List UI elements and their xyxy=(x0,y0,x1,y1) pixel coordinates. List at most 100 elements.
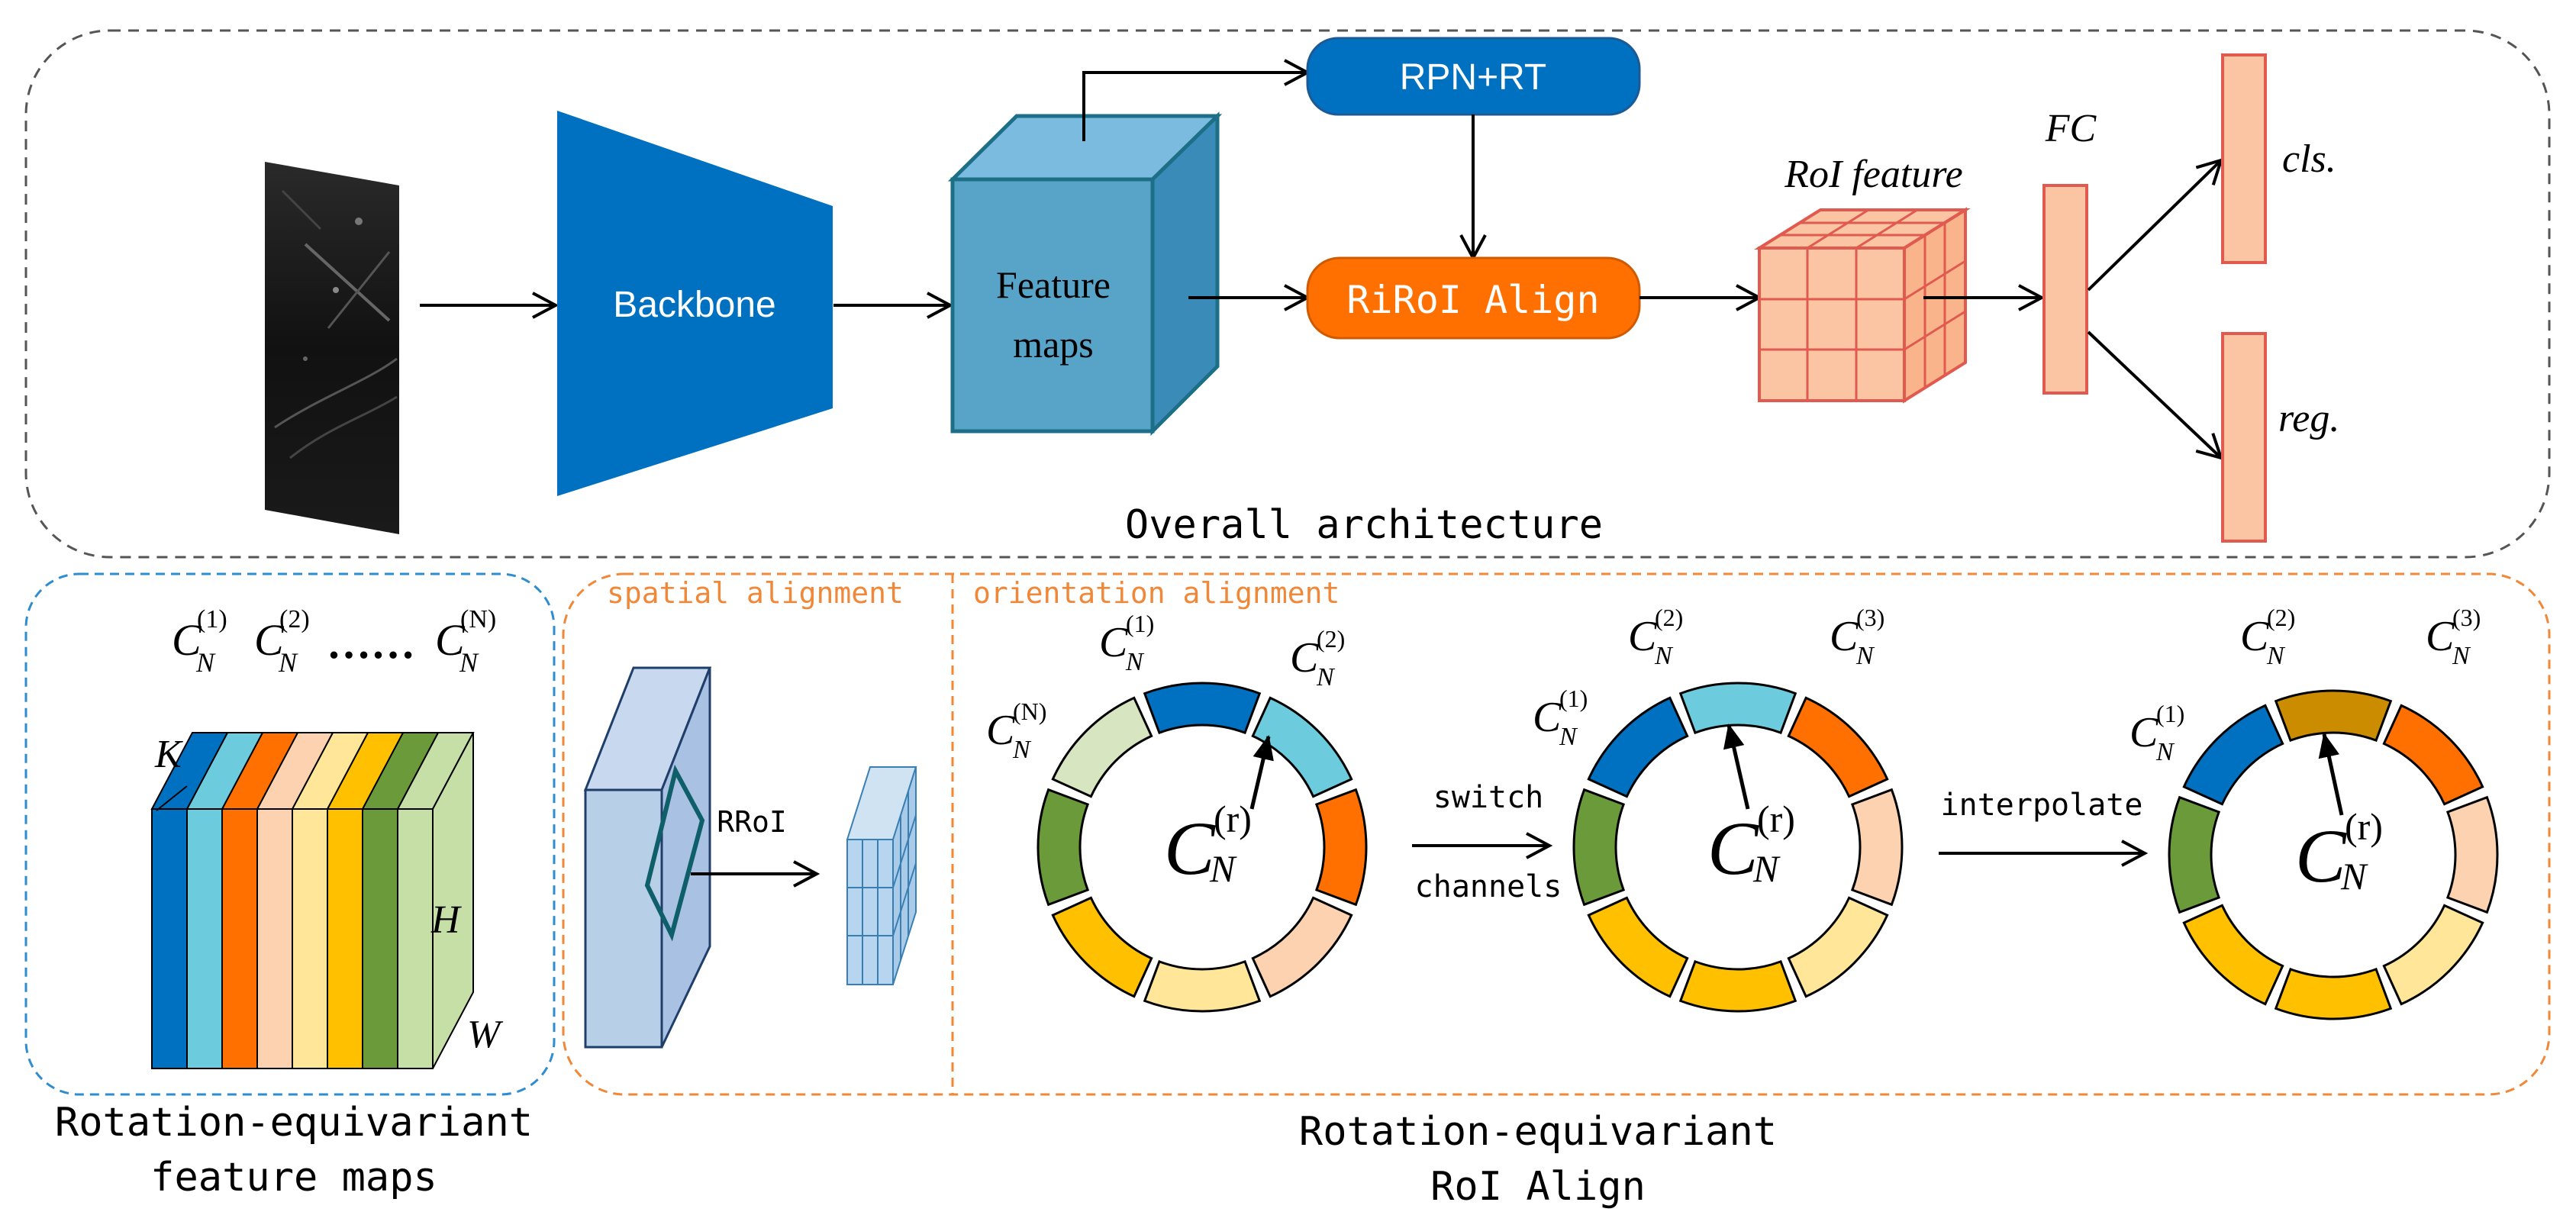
ring2-center-letter: C xyxy=(1707,806,1759,891)
svg-text:……: …… xyxy=(327,618,415,668)
channel-n-sub: N xyxy=(459,647,479,678)
spatial-feature-slab xyxy=(583,666,712,1049)
channel-slab-6 xyxy=(326,732,405,1069)
svg-text:C: C xyxy=(1290,634,1319,682)
interpolate-label: interpolate xyxy=(1941,788,2143,823)
svg-text:(2): (2) xyxy=(1655,604,1683,631)
channel-stack xyxy=(150,732,475,1069)
ring1-center-sub: N xyxy=(1209,847,1237,890)
ring3-center-letter: C xyxy=(2295,814,2347,898)
svg-text:C: C xyxy=(1164,806,1216,891)
svg-text:N: N xyxy=(1654,642,1674,670)
riroi-align-label: RiRoI Align xyxy=(1346,278,1599,322)
ring2-center-sup: (r) xyxy=(1757,798,1795,840)
spatial-alignment-label: spatial alignment xyxy=(607,576,904,610)
ring1-tl-letter: C xyxy=(1099,619,1128,666)
svg-text:(r): (r) xyxy=(2345,805,2383,848)
roi-align-caption-1: Rotation-equivariant xyxy=(1299,1109,1777,1155)
svg-text:C: C xyxy=(1707,806,1759,891)
ring3-segment-bottom-left xyxy=(2182,904,2284,1006)
overall-panel xyxy=(24,29,2551,559)
rpn-rt-label: RPN+RT xyxy=(1400,57,1547,98)
feature-maps-label-1: Feature xyxy=(996,263,1111,306)
svg-text:C: C xyxy=(1628,613,1657,660)
svg-text:C: C xyxy=(172,615,202,665)
ring3-tl-sub: N xyxy=(2266,642,2286,670)
svg-text:N: N xyxy=(1752,847,1781,890)
ring1-tr-sub: N xyxy=(1316,663,1336,691)
roi-align-panel xyxy=(562,572,2551,1096)
roi-feature-cube: RoI feature xyxy=(1754,153,1971,404)
svg-text:(1): (1) xyxy=(197,605,227,633)
channels-label: channels xyxy=(1415,869,1562,904)
ring2-left-letter: C xyxy=(1533,694,1562,741)
orientation-ring-2 xyxy=(1572,682,1904,1013)
svg-text:C: C xyxy=(2295,814,2347,898)
ring2-tr-sub: N xyxy=(1855,642,1875,670)
svg-text:(1): (1) xyxy=(1126,610,1154,637)
ring2-tl-sub: N xyxy=(1654,642,1674,670)
ring1-center-sup: (r) xyxy=(1214,798,1252,840)
ring3-segment-top-right xyxy=(2382,704,2484,806)
channel-labels: C (1) N C (2) N …… C (N) N K H W xyxy=(154,605,504,1056)
ring2-segment-top-left xyxy=(1678,682,1797,735)
channel-1-sub: N xyxy=(195,647,216,678)
height-h-label: H xyxy=(430,898,462,942)
ring3-tl-letter: C xyxy=(2240,613,2269,660)
ring1-segment-lower-left xyxy=(1037,788,1090,907)
ring1-center-letter: C xyxy=(1164,806,1216,891)
svg-text:(1): (1) xyxy=(2156,700,2184,727)
riroi-align-box: RiRoI Align xyxy=(1306,256,1641,340)
ring3-tr-letter: C xyxy=(2426,613,2455,660)
channel-slab-n xyxy=(396,732,475,1069)
ring2-tl-sup: (2) xyxy=(1655,604,1683,631)
ring1-segment-right xyxy=(1314,788,1368,907)
svg-text:C: C xyxy=(1099,619,1128,666)
ring3-segment-left xyxy=(2182,704,2284,806)
ring1-segment-left xyxy=(1051,696,1153,798)
ring2-tr-letter: C xyxy=(1830,613,1859,660)
ring2-segment-bottom-left xyxy=(1587,896,1689,998)
ring3-segment-lower-right xyxy=(2382,904,2484,1006)
ring1-left-sub: N xyxy=(1012,736,1032,764)
svg-text:C: C xyxy=(1830,613,1859,660)
ring1-segment-bottom-left xyxy=(1051,896,1153,998)
ring2-segment-top-right xyxy=(1787,696,1889,798)
feature-maps-panel xyxy=(24,572,556,1096)
ring2-tr-sup: (3) xyxy=(1856,604,1884,631)
ring3-tr-sub: N xyxy=(2452,642,2471,670)
backbone: Backbone xyxy=(557,111,833,496)
ring3-segment-top-left xyxy=(2274,689,2393,743)
svg-text:C: C xyxy=(1533,694,1562,741)
svg-text:N: N xyxy=(2340,855,2368,898)
svg-text:N: N xyxy=(2452,642,2471,670)
svg-text:C: C xyxy=(254,615,285,665)
backbone-label: Backbone xyxy=(613,285,776,325)
roi-feature-label: RoI feature xyxy=(1784,153,1962,196)
ring-2-labels: C (2) N C (3) N C (1) N C (r) N xyxy=(1533,604,1884,891)
ring1-segment-bottom-right xyxy=(1143,959,1262,1013)
channel-slab-2 xyxy=(185,732,264,1069)
ring3-tr-sup: (3) xyxy=(2452,604,2481,631)
ring2-segment-bottom-right xyxy=(1678,959,1797,1013)
channel-2-sup: (2) xyxy=(279,605,310,633)
overall-architecture-title: Overall architecture xyxy=(1125,502,1603,548)
svg-text:N: N xyxy=(2266,642,2286,670)
input-image xyxy=(265,162,399,534)
svg-text:C: C xyxy=(986,707,1015,754)
orientation-alignment-label: orientation alignment xyxy=(973,576,1340,610)
svg-text:N: N xyxy=(278,647,298,678)
ring1-segment-top-left xyxy=(1143,682,1262,735)
ring-3-labels: C (2) N C (3) N C (1) N C (r) N xyxy=(2129,604,2481,898)
svg-text:N: N xyxy=(1559,723,1578,751)
feature-maps-cube: Feature maps xyxy=(947,111,1223,437)
svg-text:N: N xyxy=(1316,663,1336,691)
rroi-feature-grid xyxy=(846,766,917,985)
channel-n-letter: C xyxy=(435,615,466,665)
ring1-tl-sup: (1) xyxy=(1126,610,1154,637)
svg-text:N: N xyxy=(195,647,216,678)
svg-text:(2): (2) xyxy=(1317,625,1345,653)
svg-text:N: N xyxy=(1855,642,1875,670)
svg-text:(2): (2) xyxy=(2267,604,2295,631)
svg-text:N: N xyxy=(2155,738,2175,766)
